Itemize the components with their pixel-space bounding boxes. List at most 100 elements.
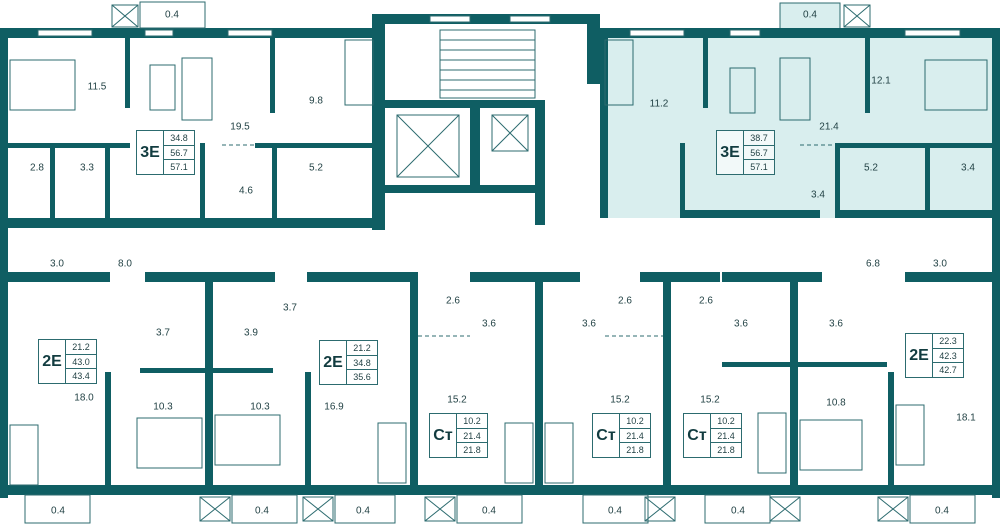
apartment-type: Ст: [593, 414, 620, 457]
wall: [0, 218, 372, 228]
window: [629, 29, 685, 37]
total-area-with-balcony: 57.1: [750, 162, 768, 173]
room-area: 6.8: [866, 258, 880, 270]
total-area: 56.7: [164, 146, 194, 161]
room-area: 2.6: [699, 295, 713, 307]
vent-box: [302, 496, 334, 522]
wall: [587, 14, 600, 84]
room-area: 2.6: [446, 295, 460, 307]
room-area: 16.9: [324, 401, 344, 413]
wall: [105, 372, 111, 490]
room-area: 5.2: [309, 162, 323, 174]
room-area: 11.2: [649, 98, 669, 110]
total-area-with-balcony: 21.8: [463, 445, 481, 456]
bed: [9, 59, 76, 111]
wall: [925, 148, 930, 213]
room-area: 3.6: [829, 318, 843, 330]
bed: [214, 414, 281, 466]
wall: [640, 272, 720, 282]
vent-box: [843, 4, 871, 28]
total-area-with-balcony: 21.8: [626, 445, 644, 456]
total-area-with-balcony: 43.4: [72, 371, 90, 382]
wall: [835, 143, 840, 218]
total-area-with-balcony: 21.8: [717, 445, 735, 456]
wall: [905, 272, 1000, 282]
room-area: 10.8: [826, 397, 846, 409]
room-area: 18.0: [74, 392, 94, 404]
balcony-area: 0.4: [51, 505, 65, 517]
wall: [680, 143, 685, 213]
wall: [865, 38, 870, 113]
room-area: 15.2: [610, 394, 630, 406]
elevator: [396, 114, 460, 178]
wall: [835, 143, 1000, 148]
room-area: 3.0: [933, 258, 947, 270]
vent-x: [877, 496, 909, 522]
walls: [0, 14, 1000, 498]
wall: [722, 272, 822, 282]
elevator-x: [491, 114, 529, 152]
balcony: [231, 494, 298, 524]
room-area: 3.4: [811, 189, 825, 201]
total-area: 21.4: [457, 429, 487, 444]
wall: [992, 28, 1000, 498]
stair-steps: [440, 39, 535, 91]
balcony-area: 0.4: [356, 505, 370, 517]
room-area: 18.1: [956, 412, 976, 424]
windows: [37, 15, 961, 37]
room-area: 3.7: [156, 327, 170, 339]
vent-box: [424, 496, 456, 522]
wall: [307, 272, 417, 282]
bed: [136, 417, 203, 469]
vent-box: [877, 496, 909, 522]
room-area: 4.6: [239, 185, 253, 197]
room-area: 3.3: [80, 162, 94, 174]
apartment-type: 2Е: [39, 340, 66, 383]
total-area-with-balcony: 57.1: [170, 162, 188, 173]
total-area: 42.3: [933, 349, 963, 364]
wall: [663, 272, 671, 490]
wall: [535, 100, 545, 225]
vent-x: [199, 496, 231, 522]
living-area: 21.2: [347, 341, 377, 356]
living-area: 10.2: [457, 414, 487, 429]
wall: [255, 143, 385, 148]
wall: [835, 210, 1000, 218]
wall: [385, 100, 545, 108]
wall: [790, 272, 798, 490]
total-area-with-balcony: 42.7: [939, 365, 957, 376]
wall: [0, 28, 385, 38]
apartment-type: Ст: [430, 414, 457, 457]
wall: [305, 372, 311, 490]
vent-box: [769, 496, 801, 522]
wall: [270, 38, 275, 113]
room-area: 0.4: [165, 9, 179, 21]
wall: [888, 372, 894, 490]
living-area: 21.2: [66, 340, 96, 355]
vent-x: [424, 496, 456, 522]
table: [149, 64, 176, 111]
sofa: [757, 412, 787, 474]
total-area: 34.8: [347, 356, 377, 371]
total-area: 21.4: [711, 429, 741, 444]
balcony: [909, 494, 976, 524]
sofa: [9, 424, 39, 486]
room-area: 12.1: [871, 75, 891, 87]
wall: [535, 272, 543, 490]
wall: [372, 14, 600, 24]
vent-box: [199, 496, 231, 522]
balcony: [582, 494, 649, 524]
apartment-type: 2Е: [320, 341, 347, 384]
bed: [344, 39, 374, 106]
wall: [0, 485, 1000, 495]
vent-x: [644, 496, 676, 522]
